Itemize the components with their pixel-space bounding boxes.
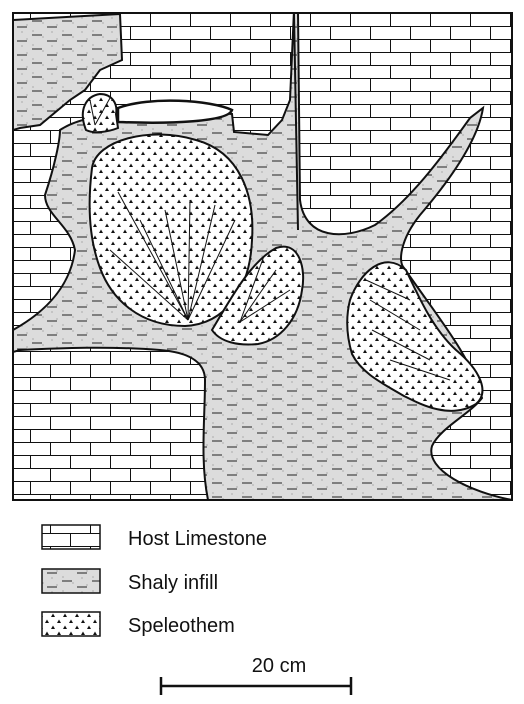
legend-item-speleothem: Speleothem xyxy=(42,612,235,637)
legend-item-host-limestone: Host Limestone xyxy=(42,525,267,550)
legend-label-host-limestone: Host Limestone xyxy=(128,528,267,550)
legend-label-speleothem: Speleothem xyxy=(128,615,235,637)
speleothem-small-fan xyxy=(83,94,118,132)
scale-bar-label: 20 cm xyxy=(252,655,306,677)
legend-swatch-shale xyxy=(42,569,100,593)
legend-swatch-speleothem xyxy=(42,612,100,636)
legend-item-shaly-infill: Shaly infill xyxy=(42,569,218,594)
cross-section-panel xyxy=(13,10,512,500)
scale-bar: 20 cm xyxy=(160,655,352,695)
legend-label-shaly-infill: Shaly infill xyxy=(128,572,218,594)
speleothem-thin-lens xyxy=(118,101,232,123)
legend-swatch-limestone xyxy=(42,525,100,549)
legend: Host Limestone Shaly infill Speleothem xyxy=(42,525,267,637)
